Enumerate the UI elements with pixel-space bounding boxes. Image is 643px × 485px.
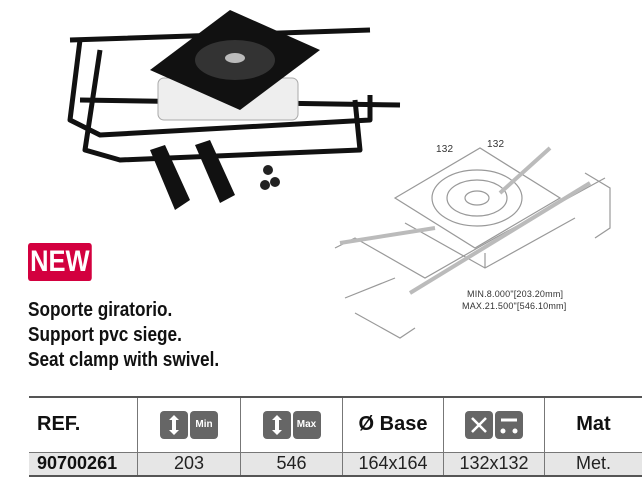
dimension-right: 132 <box>487 139 505 150</box>
header-min: Min <box>137 397 241 452</box>
max-length-label: MAX.21.500"[546.10mm] <box>462 301 567 311</box>
description-fr: Support pvc siege. <box>28 324 182 346</box>
description-en: Seat clamp with swivel. <box>28 349 220 371</box>
diagonal-holes-icon <box>465 410 493 439</box>
cell-base: 164x164 <box>342 452 444 476</box>
header-max: Max <box>240 397 343 452</box>
cell-mat: Met. <box>544 452 642 476</box>
min-label: Min <box>190 410 218 439</box>
header-holes <box>443 397 545 452</box>
cell-min: 203 <box>137 452 241 476</box>
table-row: 90700261 203 546 164x164 132x132 Met. <box>29 452 642 476</box>
cell-ref: 90700261 <box>37 453 118 474</box>
max-label: Max <box>292 410 321 439</box>
product-description: Soporte giratorio. Support pvc siege. Se… <box>28 298 219 373</box>
cell-holes: 132x132 <box>443 452 545 476</box>
header-ref: REF. <box>37 413 81 436</box>
spec-table: REF. Min Max Ø Base Mat 90700261 203 546… <box>29 396 642 477</box>
new-badge: NEW <box>28 243 92 281</box>
dimension-left: 132 <box>436 144 454 155</box>
seat-clamp-technical-drawing <box>334 146 611 339</box>
header-base: Ø Base <box>342 397 444 452</box>
min-length-label: MIN.8.000"[203.20mm] <box>467 289 564 299</box>
height-arrow-icon <box>160 410 188 439</box>
seat-clamp-photo <box>67 10 401 210</box>
height-arrow-icon <box>262 410 291 439</box>
header-mat: Mat <box>544 397 642 452</box>
hole-spacing-icon <box>495 410 523 439</box>
cell-max: 546 <box>240 452 343 476</box>
description-es: Soporte giratorio. <box>28 299 173 321</box>
table-header-row: REF. Min Max Ø Base Mat <box>29 397 642 452</box>
